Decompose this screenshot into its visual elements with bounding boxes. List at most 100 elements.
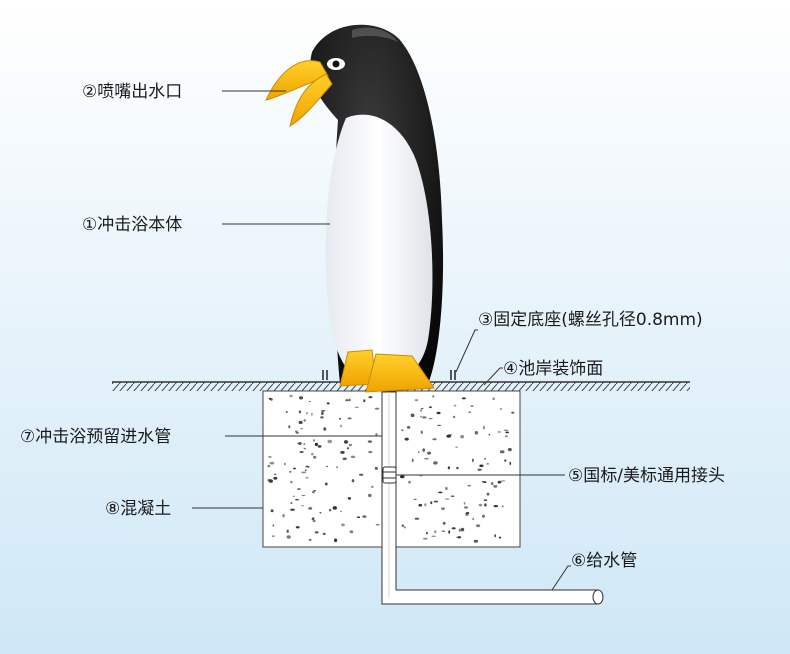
aggregate-dot <box>348 398 351 402</box>
aggregate-dot <box>268 479 273 483</box>
aggregate-dot <box>339 417 342 420</box>
aggregate-dot <box>499 536 501 539</box>
aggregate-dot <box>456 466 459 470</box>
aggregate-dot <box>411 458 414 463</box>
aggregate-dot <box>406 426 411 429</box>
aggregate-dot <box>441 507 445 511</box>
aggregate-dot <box>320 416 324 419</box>
aggregate-dot <box>371 485 374 488</box>
aggregate-dot <box>269 461 275 465</box>
aggregate-dot <box>342 457 347 461</box>
aggregate-dot <box>299 396 303 400</box>
aggregate-dot <box>434 530 437 534</box>
aggregate-dot <box>503 429 509 431</box>
aggregate-dot <box>400 475 405 479</box>
label-concrete: ⑧混凝土 <box>105 499 171 519</box>
aggregate-dot <box>428 406 432 409</box>
aggregate-dot <box>442 521 446 525</box>
aggregate-dot <box>267 464 271 468</box>
aggregate-dot <box>271 535 275 537</box>
pipe-joint <box>382 466 397 484</box>
aggregate-dot <box>290 502 293 504</box>
aggregate-dot <box>286 529 289 533</box>
aggregate-dot <box>484 503 487 507</box>
aggregate-dot <box>340 510 343 513</box>
aggregate-dot <box>286 535 291 539</box>
aggregate-dot <box>486 492 490 496</box>
aggregate-dot <box>348 443 353 447</box>
aggregate-dot <box>359 473 364 476</box>
aggregate-dot <box>322 532 326 536</box>
label-base: ③固定底座(螺丝孔径0.8mm) <box>478 310 703 330</box>
aggregate-dot <box>273 476 278 480</box>
aggregate-dot <box>345 399 349 402</box>
aggregate-dot <box>460 527 465 532</box>
aggregate-dot <box>328 508 332 512</box>
aggregate-dot <box>295 430 298 433</box>
aggregate-dot <box>336 466 338 469</box>
aggregate-dot <box>292 495 295 497</box>
aggregate-dot <box>433 461 438 465</box>
aggregate-dot <box>500 480 506 482</box>
aggregate-dot <box>341 523 345 527</box>
aggregate-dot <box>312 490 315 494</box>
aggregate-dot <box>314 442 318 447</box>
aggregate-dot <box>367 440 372 443</box>
aggregate-dot <box>494 534 497 538</box>
aggregate-dot <box>288 425 291 429</box>
aggregate-dot <box>473 539 479 543</box>
aggregate-dot <box>401 524 404 527</box>
penguin-body <box>265 24 444 393</box>
penguin-eye <box>327 58 345 70</box>
aggregate-dot <box>301 471 307 474</box>
aggregate-dot <box>422 537 428 540</box>
aggregate-dot <box>486 463 490 465</box>
aggregate-dot <box>448 530 451 534</box>
aggregate-dot <box>305 465 309 468</box>
leader-pool-surface <box>483 367 503 386</box>
aggregate-dot <box>311 412 313 416</box>
nozzle-beak <box>265 60 333 128</box>
aggregate-dot <box>426 531 428 535</box>
aggregate-dot <box>324 482 328 486</box>
aggregate-dot <box>424 503 427 507</box>
aggregate-dot <box>453 404 457 407</box>
aggregate-dot <box>270 398 273 401</box>
aggregate-dot <box>481 481 486 483</box>
aggregate-dot <box>482 425 485 430</box>
aggregate-dot <box>346 447 349 450</box>
aggregate-dot <box>319 512 322 514</box>
aggregate-dot <box>340 451 345 454</box>
aggregate-dot <box>375 433 378 437</box>
aggregate-dot <box>420 407 424 410</box>
aggregate-dot <box>472 458 474 463</box>
aggregate-dot <box>303 443 306 445</box>
aggregate-dot <box>476 524 481 528</box>
aggregate-dot <box>368 451 373 453</box>
aggregate-dot <box>493 505 499 508</box>
aggregate-dot <box>305 412 309 415</box>
label-nozzle: ②喷嘴出水口 <box>82 82 182 102</box>
aggregate-dot <box>451 527 456 530</box>
aggregate-dot <box>285 411 288 413</box>
aggregate-dot <box>313 490 316 492</box>
aggregate-dot <box>317 445 322 448</box>
aggregate-dot <box>305 477 309 479</box>
aggregate-dot <box>422 416 427 419</box>
base-screw-marks <box>322 370 456 380</box>
aggregate-dot <box>404 437 409 441</box>
aggregate-dot <box>499 450 505 454</box>
aggregate-dot <box>472 517 475 521</box>
aggregate-dot <box>356 516 361 518</box>
aggregate-dot <box>374 407 380 410</box>
aggregate-dot <box>422 448 426 452</box>
aggregate-dot <box>436 411 441 415</box>
aggregate-dot <box>424 457 429 460</box>
aggregate-dot <box>413 498 417 501</box>
aggregate-dot <box>303 447 306 450</box>
aggregate-dot <box>474 431 479 435</box>
aggregate-dot <box>297 442 299 445</box>
aggregate-dot <box>314 531 319 534</box>
aggregate-dot <box>497 480 502 484</box>
aggregate-dot <box>340 424 342 428</box>
